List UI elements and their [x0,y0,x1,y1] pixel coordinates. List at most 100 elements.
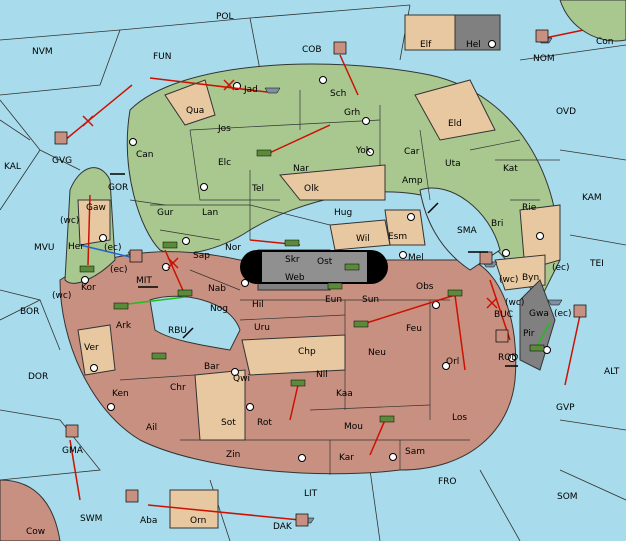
region-label: Jos [217,124,231,134]
region-label: (wc) [52,291,71,301]
region-label: Ver [84,343,99,353]
region-label: GMA [62,446,84,456]
region-label: Nab [208,284,226,294]
region-label: GVG [52,156,72,166]
region-label: LIT [304,489,318,499]
region-label: Nar [293,164,309,174]
region-label: Nor [225,243,241,253]
region-label: Byn [522,273,539,283]
home-markers [54,29,587,527]
region-label: NOM [533,54,555,64]
region-label: Ken [112,389,129,399]
region-label: SWM [80,514,102,524]
region-label: (wc) [505,298,524,308]
region-label: SMA [457,226,477,236]
tank-icon [79,149,545,423]
region-label: FRO [438,477,457,487]
region-label: Skr [285,255,300,265]
region-label: ROD [498,353,518,363]
sea-borders [0,4,626,541]
region-label: (ec) [554,309,572,319]
region-label: KAM [582,193,602,203]
region-label: (ec) [110,265,128,275]
region-label: KAL [4,162,21,172]
region-label: Los [452,413,467,423]
region-label: MIT [136,276,152,286]
region-label: Nil [316,370,328,380]
region-label: SOM [557,492,578,502]
region-label: FUN [153,52,172,62]
region-label: Gaw [86,203,106,213]
region-label: OVD [556,107,576,117]
region-label: Elf [420,40,432,50]
region-label: Qua [186,106,204,116]
region-label: Lan [202,208,218,218]
region-label: Gur [157,208,174,218]
region-label: Rot [257,418,272,428]
region-label: Elc [218,158,231,168]
region-label: Pir [523,329,535,339]
region-label: (ec) [104,243,122,253]
sma-gulf [419,187,501,271]
region-label: Car [404,147,420,157]
region-label: Ark [116,321,132,331]
region-label: POL [216,12,234,22]
region-label: Grh [344,108,360,118]
region-label: Jad [243,85,258,95]
region-label: Con [596,37,614,47]
region-label: Esm [388,232,407,242]
region-label: Aba [140,516,157,526]
region-label: Mel [408,253,424,263]
region-label: Mou [344,422,363,432]
region-label: Neu [368,348,386,358]
region-label: Bri [491,219,503,229]
region-label: RBU [168,326,187,336]
region-label: Olk [304,184,320,194]
region-label: Qwi [233,374,250,384]
region-label: Rie [522,203,537,213]
region-label: COB [302,45,322,55]
region-label: Yok [355,146,372,156]
region-label: Kar [339,453,354,463]
region-label: Gwa [529,309,549,319]
region-label: Eld [448,119,462,129]
region-label: DAK [273,522,293,532]
con-region [559,0,626,42]
region-label: Bar [204,362,220,372]
region-label: Orl [446,357,459,367]
region-label: DOR [28,372,48,382]
inner-gulf [149,295,241,351]
province-borders [119,90,560,475]
region-label: Obs [416,282,434,292]
region-label: Hil [252,300,264,310]
move-orders [64,26,599,521]
supply-centers [81,40,551,462]
region-label: (wc) [60,216,79,226]
region-label: Nog [210,304,228,314]
region-label: GOR [108,183,128,193]
bidirectional-arrow-icon [110,173,518,367]
convoy-order [79,244,131,258]
region-label: Her [68,242,84,252]
neutral-regions [77,14,561,529]
region-label: Hug [334,208,352,218]
region-label: Ail [146,423,157,433]
region-label: GVP [556,403,575,413]
region-label: Eun [325,295,342,305]
region-label: Sam [405,447,425,457]
region-label: MVU [34,243,55,253]
region-label: Kaa [336,389,353,399]
region-label: Ost [317,257,333,267]
region-label: Wil [356,234,370,244]
region-label: TEI [589,259,604,269]
cross-icons [82,79,498,309]
region-label: Uta [445,159,461,169]
region-label: Sap [193,251,210,261]
region-label: NVM [32,47,53,57]
region-label: (ec) [552,263,570,273]
region-label: (wc) [499,275,518,285]
region-label: Sot [221,418,236,428]
region-label: Feu [406,324,422,334]
region-label: Chr [170,383,186,393]
